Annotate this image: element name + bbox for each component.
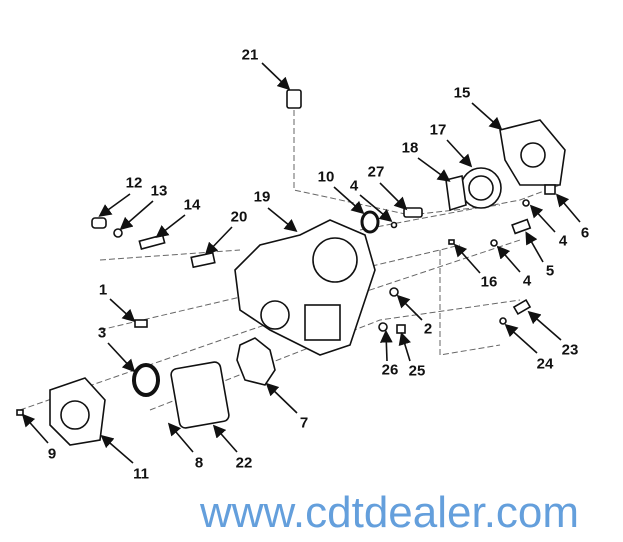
part-20-stud (190, 251, 216, 269)
callout-7: 7 (299, 414, 309, 432)
part-25-plug (396, 324, 406, 334)
callout-11: 11 (133, 465, 149, 483)
part-13-oring (113, 228, 123, 238)
part-9-bolt (16, 409, 24, 416)
part-2-plug (389, 287, 399, 297)
part-1-bolt (134, 319, 148, 328)
part-4-washer (522, 199, 530, 207)
watermark: www.cdtdealer.com (200, 488, 580, 537)
callout-25: 25 (408, 362, 426, 380)
part-16-pin (448, 239, 455, 245)
callout-19: 19 (253, 188, 271, 206)
callout-16: 16 (480, 273, 498, 291)
callout-24: 24 (536, 355, 554, 373)
callout-14: 14 (183, 196, 201, 214)
callout-13: 13 (150, 182, 168, 200)
part-18-gear (445, 175, 467, 212)
part-5-fitting (511, 218, 532, 235)
callout-12: 12 (125, 174, 143, 192)
callout-4: 4 (349, 177, 359, 195)
part-14-stud (138, 234, 166, 250)
callout-5: 5 (545, 262, 555, 280)
callout-2: 2 (423, 320, 433, 338)
callout-21: 21 (241, 46, 259, 64)
part-24-washer (499, 317, 507, 325)
callout-8: 8 (194, 454, 204, 472)
part-6-plug (544, 184, 556, 195)
part-21-plug (286, 89, 302, 109)
callout-1: 1 (98, 281, 108, 299)
callout-4: 4 (522, 272, 532, 290)
callout-26: 26 (381, 361, 399, 379)
part-3-seal (132, 363, 160, 397)
callout-17: 17 (429, 121, 447, 139)
callout-22: 22 (235, 454, 253, 472)
part-23-sensor (512, 298, 532, 316)
callout-9: 9 (47, 445, 57, 463)
callout-4: 4 (558, 232, 568, 250)
dashed-assembly-lines (19, 110, 561, 411)
callout-18: 18 (401, 139, 419, 157)
callout-20: 20 (230, 208, 248, 226)
part-27-fitting (403, 207, 423, 218)
callout-10: 10 (317, 168, 335, 186)
part-26-washer (378, 322, 388, 332)
part-22-cooler (170, 361, 230, 429)
callout-3: 3 (97, 324, 107, 342)
part-12-cap (91, 217, 107, 229)
part-7-gasket (236, 337, 276, 386)
part-4-washer (490, 239, 498, 247)
callout-23: 23 (561, 341, 579, 359)
callout-arrows (21, 62, 581, 464)
part-10-ring (360, 210, 380, 234)
callout-27: 27 (367, 163, 385, 181)
callout-6: 6 (580, 224, 590, 242)
parts (16, 89, 566, 446)
part-4-washer (390, 221, 398, 229)
callout-15: 15 (453, 84, 471, 102)
